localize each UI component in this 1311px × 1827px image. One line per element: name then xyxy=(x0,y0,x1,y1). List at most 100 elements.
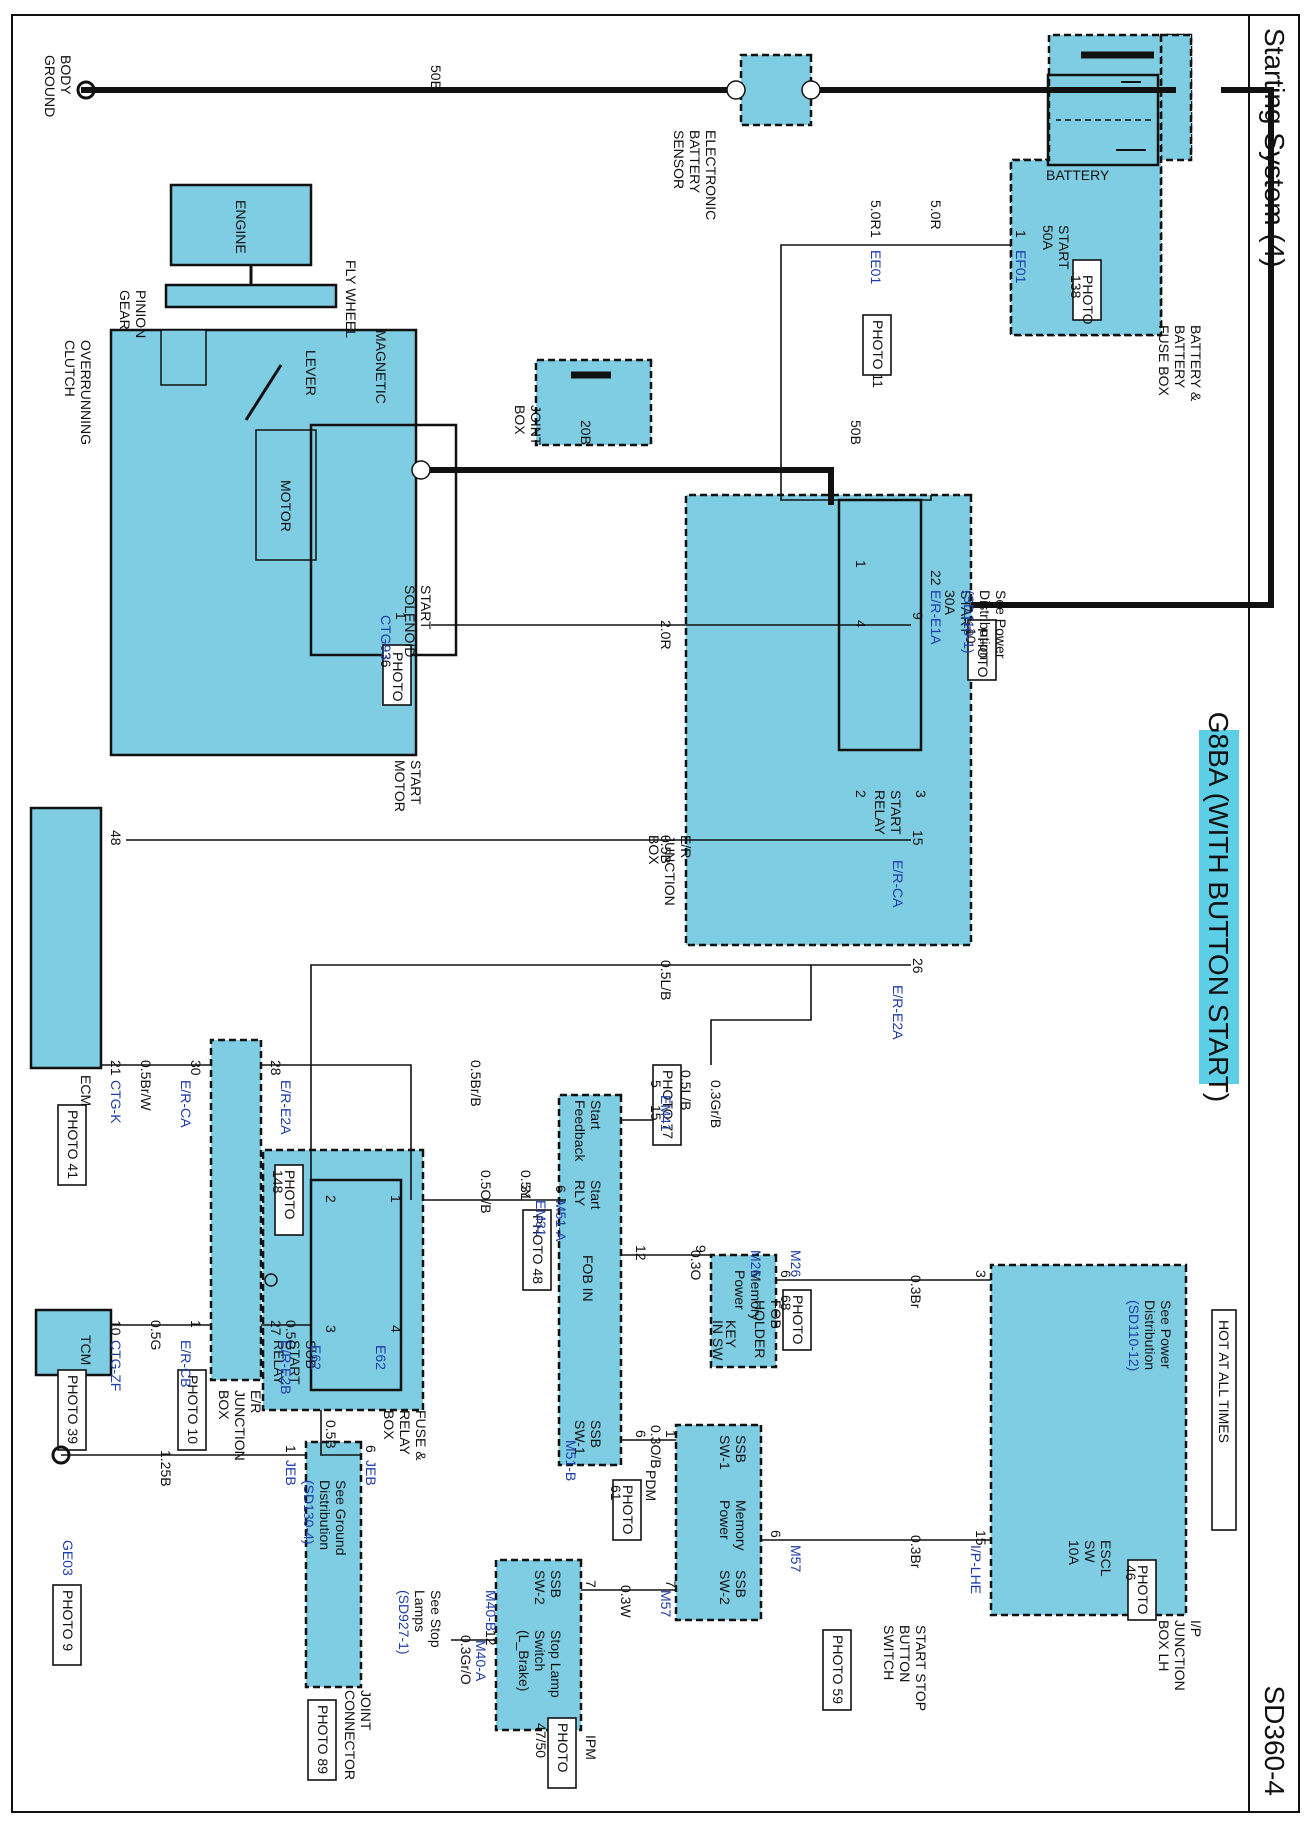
stop-ref-2: Lamps xyxy=(412,1590,428,1632)
body-ground-2: GROUND xyxy=(42,55,58,117)
wire-20b-label: 20B xyxy=(578,420,594,445)
conn-er-e2b: E/R-E2B xyxy=(278,1340,294,1394)
escl-3: 10A xyxy=(1066,1540,1082,1566)
pin-cb-1: 1 xyxy=(188,1320,204,1328)
wire-0-5lb-2-label: 0.5L/B xyxy=(678,1070,694,1110)
conn-m51b: M51-B xyxy=(563,1440,579,1481)
pin-sub-1: 1 xyxy=(388,1195,404,1203)
ip-photo: PHOTO xyxy=(1135,1565,1151,1615)
wire-5r-a-label: 5.0R xyxy=(868,200,884,230)
fob-photo-box xyxy=(782,1289,812,1351)
body-ground-icon xyxy=(76,80,96,100)
pd12-2: Distribution xyxy=(1142,1300,1158,1370)
pdm-rly-2: RLY xyxy=(572,1180,588,1207)
conn-er-ca2: E/R-CA xyxy=(178,1080,194,1128)
ipm-ssb-2: SW-2 xyxy=(532,1570,548,1605)
pin-ee01: 1 xyxy=(868,230,884,238)
pin-7-m57: 7 xyxy=(663,1580,679,1588)
pin-15-em41: 15 xyxy=(648,1105,664,1121)
pin-5: 5 xyxy=(648,1080,664,1088)
wire-0-3o-label: 0.3O xyxy=(688,1250,704,1280)
wire-0-5brw-label: 0.5Br/W xyxy=(138,1060,154,1111)
tcm-photo-box xyxy=(57,1369,87,1451)
ecm-photo: PHOTO 41 xyxy=(65,1110,81,1179)
motor-terminal xyxy=(411,460,431,480)
pin-1-jeb: 1 xyxy=(283,1445,299,1453)
ssb-photo-box xyxy=(822,1629,852,1711)
body-ground-1: BODY xyxy=(58,55,74,95)
pin-ctg93: 1 xyxy=(393,612,409,620)
sub-relay-2: START xyxy=(287,1340,303,1385)
ssb-sw2-2: SW-2 xyxy=(717,1570,733,1605)
engine-box xyxy=(169,183,313,267)
em31-photo-box xyxy=(522,1209,552,1291)
fob-label-2: HOLDER xyxy=(752,1300,768,1358)
pin-15-ip: 15 xyxy=(973,1530,989,1546)
pin-sub-3: 3 xyxy=(323,1325,339,1333)
fob-memory-1: Memory xyxy=(748,1270,764,1321)
wire-0-5brb xyxy=(261,1064,412,1200)
page-title: Starting System (4) xyxy=(1259,28,1290,268)
ipm-photo: PHOTO xyxy=(555,1723,571,1773)
pdm-feedback-1: Start xyxy=(588,1100,604,1130)
wire-0-5b-2 xyxy=(320,1410,361,1456)
motor-block xyxy=(255,429,317,561)
wire-50b-battery-er xyxy=(971,87,1274,608)
pin-7-m40b: 7 xyxy=(583,1580,599,1588)
er2-label-2: JUNCTION xyxy=(232,1390,248,1461)
sensor-terminal-a xyxy=(726,80,746,100)
wire-0-3w-label: 0.3W xyxy=(618,1585,634,1618)
solenoid-label-2: SOLENOID xyxy=(402,585,418,657)
pin-6-m26: 6 xyxy=(778,1270,794,1278)
hot-label-box xyxy=(1211,1309,1237,1531)
pdm-photo-box xyxy=(612,1479,642,1541)
conn-er-e1a: E/R-E1A xyxy=(928,590,944,645)
ge03-ground-icon xyxy=(51,1445,71,1465)
pd12-1: See Power xyxy=(1158,1300,1174,1369)
pin-3: 3 xyxy=(973,1270,989,1278)
er-photo-2: 10 xyxy=(963,628,979,644)
conn-m40b: M40-B xyxy=(483,1590,499,1631)
em41-photo: PHOTO 77 xyxy=(660,1070,676,1139)
fuse-relay-1: FUSE & xyxy=(413,1410,429,1461)
pin-relay-4: 4 xyxy=(853,620,869,628)
wire-0-5y-label: 0.5Y xyxy=(518,1170,534,1199)
conn-ee01: EE01 xyxy=(868,250,884,284)
ssb-sw1-2: SW-1 xyxy=(717,1435,733,1470)
ge03-photo-box xyxy=(52,1584,82,1666)
pin-9-m26: 9 xyxy=(693,1245,709,1253)
wire-50b-top-label: 50B xyxy=(428,65,444,90)
escl-2: SW xyxy=(1082,1540,1098,1563)
pin-27: 27 xyxy=(268,1320,284,1336)
pin-6-m57: 6 xyxy=(768,1530,784,1538)
start-relay-2: RELAY xyxy=(872,790,888,836)
conn-ip-lhe: I/P-LHE xyxy=(968,1545,984,1594)
pin-31: 31 xyxy=(518,1185,534,1201)
flywheel-label: FLY WHEEL xyxy=(343,260,359,338)
relay-coil-icon xyxy=(264,1273,278,1287)
battery-photo: PHOTO xyxy=(1080,275,1096,325)
conn-e62b: E62 xyxy=(308,1345,324,1370)
ssb-switch-2: BUTTON xyxy=(897,1625,913,1682)
ecm-label: ECM xyxy=(78,1075,94,1106)
jc-label-1: JOINT xyxy=(358,1690,374,1731)
joint-box-2: BOX xyxy=(512,405,528,435)
ecm-box xyxy=(29,806,103,1070)
pinion-gear xyxy=(160,329,207,386)
stop-lamp-1: Stop Lamp xyxy=(548,1630,564,1698)
wire-5r-b-label: 5.0R xyxy=(928,200,944,230)
er-box-2: JUNCTION xyxy=(662,835,678,906)
pin-22: 22 xyxy=(928,570,944,586)
banner-text: G8BA (WITH BUTTON START) xyxy=(1203,712,1234,1102)
er2-photo-box xyxy=(177,1369,207,1451)
hot-label: HOT AT ALL TIMES xyxy=(1216,1320,1232,1443)
ssb-sw2-1: SSB xyxy=(733,1570,749,1598)
em41-photo-box xyxy=(652,1064,682,1146)
conn-m26b: M26 xyxy=(788,1250,804,1277)
fuse-50a-2: 50A xyxy=(1040,225,1056,251)
wire-0-5g-a-label: 0.5G xyxy=(148,1320,164,1350)
fob-holder-box xyxy=(709,1253,778,1369)
gd-1: See Ground xyxy=(333,1480,349,1556)
fuse-relay-2: RELAY xyxy=(397,1410,413,1456)
